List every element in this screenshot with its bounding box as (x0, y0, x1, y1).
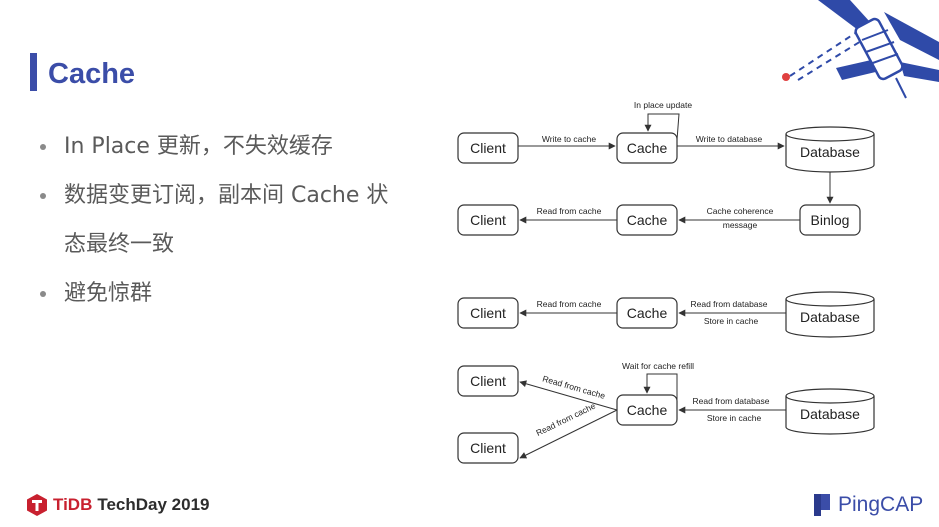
client-box (457, 204, 519, 236)
wait-for-refill-label: Wait for cache refill (622, 361, 694, 371)
bullet-item: 避免惊群 (38, 269, 433, 318)
database-label: Database (800, 406, 860, 422)
pingcap-logo: PingCAP (812, 491, 923, 519)
read-from-cache-arrow (519, 409, 618, 459)
cache-label: Cache (627, 305, 668, 321)
pingcap-logo-icon (814, 494, 830, 516)
tidb-wordmark: TiDB (53, 495, 93, 514)
diagram-read-path: Client Cache Database Read from cache Re… (457, 291, 875, 338)
store-in-cache-label: Store in cache (704, 316, 759, 326)
client-box (457, 432, 519, 464)
coherence-label: message (723, 220, 758, 230)
bullet-text: 数据变更订阅，副本间 Cache 状 (64, 183, 389, 208)
title-accent-bar (30, 53, 37, 91)
bullet-text: In Place 更新，不失效缓存 (64, 134, 333, 159)
database-cylinder (785, 126, 875, 173)
read-from-cache-label: Read from cache (541, 373, 606, 401)
client-label: Client (470, 373, 506, 389)
cache-label: Cache (627, 212, 668, 228)
database-label: Database (800, 144, 860, 160)
database-cylinder (785, 388, 875, 435)
client-label: Client (470, 140, 506, 156)
bullet-text: 避免惊群 (64, 281, 153, 306)
client-box (457, 365, 519, 397)
cache-label: Cache (627, 140, 668, 156)
read-from-cache-label: Read from cache (537, 206, 602, 216)
client-label: Client (470, 305, 506, 321)
read-from-cache-label: Read from cache (534, 401, 597, 438)
client-box (457, 132, 519, 164)
pingcap-wordmark: PingCAP (838, 493, 924, 516)
bullet-item: 数据变更订阅，副本间 Cache 状 (38, 171, 433, 220)
bullet-list: In Place 更新，不失效缓存 数据变更订阅，副本间 Cache 状 态最终… (38, 122, 433, 318)
coherence-label: Cache coherence (707, 206, 774, 216)
techday-text: TechDay 2019 (97, 495, 210, 514)
tidb-techday-logo: TiDB TechDay 2019 (26, 492, 210, 518)
slide-title: Cache (48, 58, 136, 90)
in-place-update-label: In place update (634, 100, 692, 110)
diagram-thundering-herd: Client Client Cache Database Read from c… (457, 361, 875, 464)
cache-box (616, 132, 678, 164)
database-label: Database (800, 309, 860, 325)
in-place-update-loop (644, 113, 680, 141)
tidb-logo-icon (27, 494, 47, 516)
bullet-item: In Place 更新，不失效缓存 (38, 122, 433, 171)
write-to-database-label: Write to database (696, 134, 763, 144)
bullet-continuation: 态最终一致 (38, 220, 433, 269)
client-box (457, 297, 519, 329)
bullet-dot (40, 144, 46, 150)
write-to-cache-label: Write to cache (542, 134, 596, 144)
read-from-database-label: Read from database (692, 396, 769, 406)
read-from-cache-arrow (519, 380, 618, 411)
database-cylinder (785, 291, 875, 338)
wait-for-refill-loop (643, 373, 678, 400)
binlog-label: Binlog (811, 212, 850, 228)
client-label: Client (470, 440, 506, 456)
cache-label: Cache (627, 402, 668, 418)
diagram-write-path: Client Cache Database Write to cache Wri… (457, 100, 875, 236)
read-from-database-label: Read from database (690, 299, 767, 309)
bullet-text: 态最终一致 (64, 232, 175, 257)
client-label: Client (470, 212, 506, 228)
bullet-dot (40, 193, 46, 199)
store-in-cache-label: Store in cache (707, 413, 762, 423)
bullet-dot (40, 291, 46, 297)
read-from-cache-label: Read from cache (537, 299, 602, 309)
